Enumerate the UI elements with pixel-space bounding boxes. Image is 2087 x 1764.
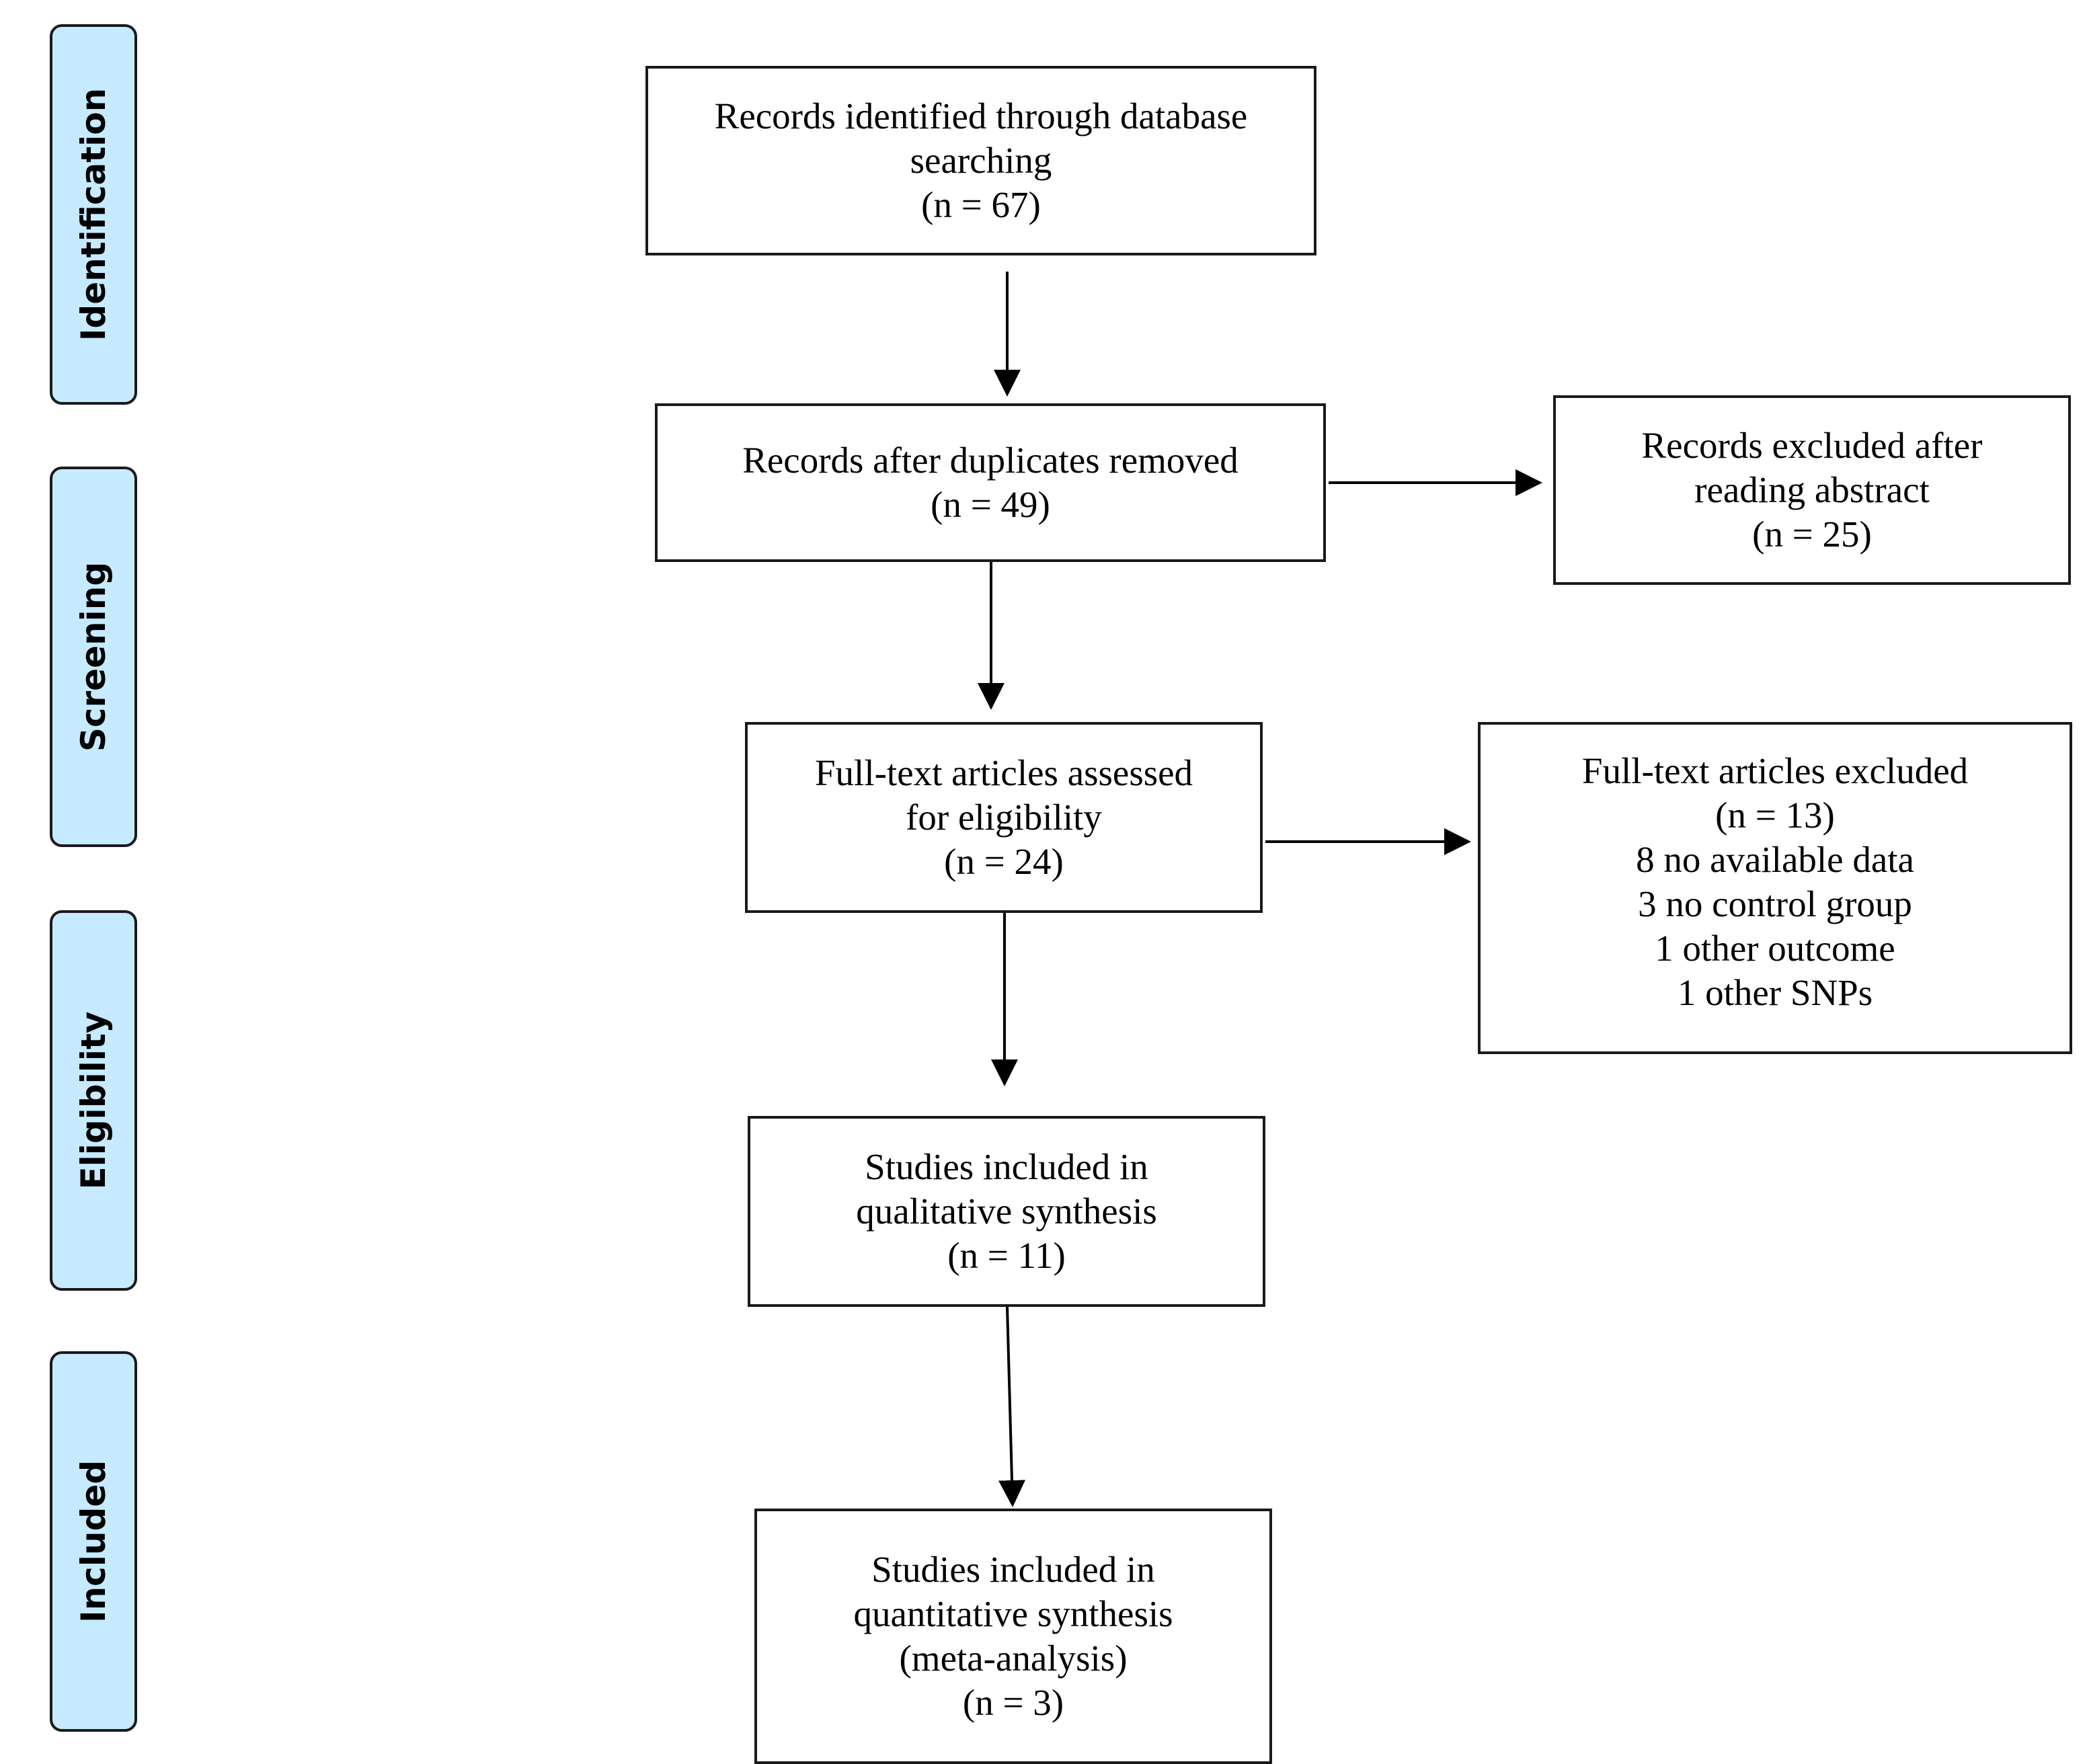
fulltext-excluded-count: (n = 13) [1715, 795, 1835, 836]
fulltext-excluded-reason-3: 1 other outcome [1655, 928, 1895, 969]
fulltext-assessed-box: Full-text articles assessed for eligibil… [745, 722, 1263, 913]
records-identified-count: (n = 67) [921, 184, 1041, 225]
phase-included: Included [50, 1351, 137, 1732]
records-excluded-abstract-line-2: reading abstract [1694, 469, 1930, 510]
phase-included-label: Included [74, 1459, 113, 1623]
fulltext-excluded-box: Full-text articles excluded (n = 13) 8 n… [1478, 722, 2072, 1054]
records-identified-box: Records identified through database sear… [645, 66, 1316, 255]
fulltext-excluded-reason-1: 8 no available data [1636, 839, 1914, 880]
fulltext-excluded-reason-4: 1 other SNPs [1677, 972, 1873, 1013]
phase-identification: Identification [50, 24, 137, 405]
records-excluded-abstract-line-1: Records excluded after [1641, 425, 1983, 466]
fulltext-excluded-reason-2: 3 no control group [1638, 883, 1912, 924]
phase-identification-label: Identification [74, 87, 113, 342]
fulltext-excluded-line-1: Full-text articles excluded [1581, 750, 1969, 791]
quantitative-synthesis-line-2: quantitative synthesis [853, 1593, 1173, 1634]
fulltext-assessed-line-2: for eligibility [906, 797, 1102, 838]
qualitative-synthesis-line-1: Studies included in [865, 1146, 1148, 1187]
records-excluded-abstract-box: Records excluded after reading abstract … [1553, 395, 2071, 585]
quantitative-synthesis-box: Studies included in quantitative synthes… [754, 1509, 1272, 1764]
qualitative-synthesis-box: Studies included in qualitative synthesi… [748, 1116, 1265, 1307]
phase-screening-label: Screening [74, 561, 113, 752]
records-identified-line-1: Records identified through database [714, 95, 1248, 136]
quantitative-synthesis-line-3: (meta-analysis) [899, 1638, 1128, 1679]
qualitative-synthesis-line-2: qualitative synthesis [856, 1191, 1157, 1232]
records-after-duplicates-line-1: Records after duplicates removed [742, 440, 1238, 481]
records-excluded-abstract-count: (n = 25) [1752, 514, 1872, 555]
fulltext-assessed-line-1: Full-text articles assessed [814, 752, 1193, 793]
phase-eligibility-label: Eligibility [74, 1011, 113, 1190]
records-after-duplicates-count: (n = 49) [931, 484, 1050, 525]
quantitative-synthesis-count: (n = 3) [962, 1682, 1064, 1723]
records-after-duplicates-box: Records after duplicates removed (n = 49… [655, 403, 1326, 562]
phase-screening: Screening [50, 467, 137, 847]
quantitative-synthesis-line-1: Studies included in [871, 1549, 1155, 1590]
fulltext-assessed-count: (n = 24) [944, 841, 1064, 882]
phase-eligibility: Eligibility [50, 910, 137, 1291]
records-identified-line-2: searching [910, 140, 1052, 181]
qualitative-synthesis-count: (n = 11) [947, 1235, 1066, 1276]
arrow-qualitative-to-quantitative [998, 1306, 1026, 1507]
